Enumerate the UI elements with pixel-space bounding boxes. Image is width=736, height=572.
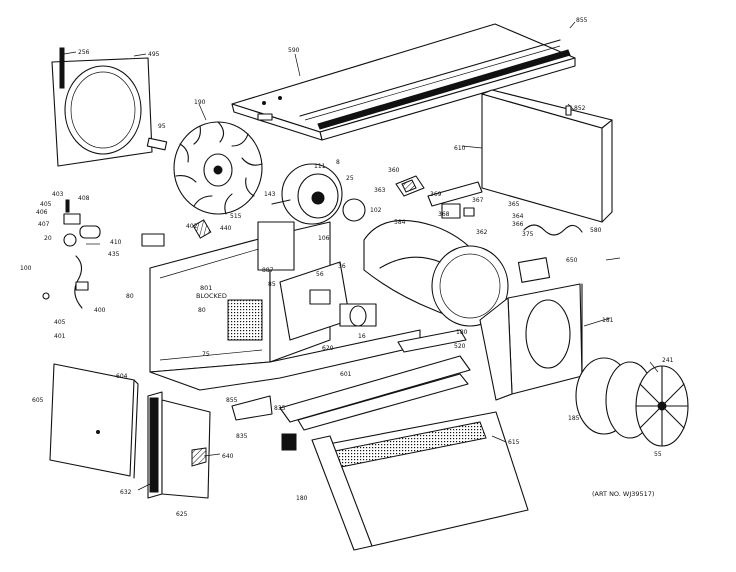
blower-wheel-part <box>146 121 263 215</box>
label-16: 16 <box>358 333 366 340</box>
label-402: 402 <box>186 223 198 230</box>
label-620: 620 <box>322 345 334 352</box>
label-368: 368 <box>438 211 450 218</box>
label-625: 625 <box>176 511 188 518</box>
label-365: 365 <box>508 201 520 208</box>
label-375: 375 <box>522 231 534 238</box>
label-80: 80 <box>126 293 134 300</box>
label-408: 408 <box>78 195 90 202</box>
label-75: 75 <box>202 351 210 358</box>
label-364: 364 <box>512 213 524 220</box>
label-405b: 405 <box>54 319 66 326</box>
label-435: 435 <box>108 251 120 258</box>
control-parts-part <box>42 199 101 309</box>
scroll-housing-part <box>363 219 551 327</box>
label-8: 8 <box>336 159 340 166</box>
label-407: 407 <box>38 221 50 228</box>
label-615: 615 <box>508 439 520 446</box>
motor-part <box>271 163 366 225</box>
label-111: 111 <box>314 163 326 170</box>
label-56: 56 <box>316 271 324 278</box>
label-190: 190 <box>194 99 206 106</box>
part-labels: 256 495 590 855 852 610 190 95 8 111 25 … <box>20 17 674 518</box>
blocked-label-line1: 801 <box>200 284 212 292</box>
label-181: 181 <box>602 317 614 324</box>
left-cover-part <box>49 363 139 479</box>
label-520: 520 <box>454 343 466 350</box>
label-185: 185 <box>568 415 580 422</box>
label-95: 95 <box>158 123 166 130</box>
label-360: 360 <box>388 167 400 174</box>
label-102: 102 <box>370 207 382 214</box>
label-20: 20 <box>44 235 52 242</box>
label-855b: 855 <box>226 397 238 404</box>
condenser-shroud-part <box>479 283 583 401</box>
label-180: 180 <box>456 329 468 336</box>
label-604: 604 <box>116 373 128 380</box>
label-100: 100 <box>20 265 32 272</box>
control-hardware-part <box>395 175 583 236</box>
label-143: 143 <box>264 191 276 198</box>
label-180b: 180 <box>296 495 308 502</box>
label-106: 106 <box>318 235 330 242</box>
label-55: 55 <box>654 451 662 458</box>
label-366: 366 <box>512 221 524 228</box>
label-640: 640 <box>222 453 234 460</box>
front-rails-part <box>231 329 471 431</box>
label-80b: 80 <box>198 307 206 314</box>
side-panel-part <box>481 89 613 223</box>
art-number: (ART NO. WJ39517) <box>592 490 654 498</box>
label-650: 650 <box>566 257 578 264</box>
condenser-fan-part <box>575 357 689 447</box>
label-887: 887 <box>262 267 274 274</box>
label-584: 584 <box>394 219 406 226</box>
label-256: 256 <box>78 49 90 56</box>
label-852: 852 <box>574 105 586 112</box>
label-85: 85 <box>268 281 276 288</box>
front-panel-part <box>281 411 529 551</box>
label-601: 601 <box>340 371 352 378</box>
label-605: 605 <box>32 397 44 404</box>
label-362: 362 <box>476 229 488 236</box>
label-25: 25 <box>346 175 354 182</box>
label-36: 36 <box>338 263 346 270</box>
top-cover-part <box>231 23 576 141</box>
label-835: 835 <box>236 433 248 440</box>
label-632: 632 <box>120 489 132 496</box>
label-495: 495 <box>148 51 160 58</box>
label-363: 363 <box>374 187 386 194</box>
fan-shroud-part <box>51 47 153 167</box>
label-855: 855 <box>576 17 588 24</box>
label-410: 410 <box>110 239 122 246</box>
label-241: 241 <box>662 357 674 364</box>
label-835b: 835 <box>274 405 286 412</box>
base-pan-part <box>141 219 421 391</box>
label-400: 400 <box>94 307 106 314</box>
label-405a: 405 <box>40 201 52 208</box>
label-369: 369 <box>430 191 442 198</box>
label-406: 406 <box>36 209 48 216</box>
label-580: 580 <box>590 227 602 234</box>
label-590: 590 <box>288 47 300 54</box>
label-367: 367 <box>472 197 484 204</box>
control-bracket-part <box>147 391 211 499</box>
leader-lines <box>63 21 659 491</box>
label-610: 610 <box>454 145 466 152</box>
blocked-label-line2: BLOCKED <box>196 292 227 300</box>
label-403: 403 <box>52 191 64 198</box>
label-515: 515 <box>230 213 242 220</box>
label-401: 401 <box>54 333 66 340</box>
label-440: 440 <box>220 225 232 232</box>
